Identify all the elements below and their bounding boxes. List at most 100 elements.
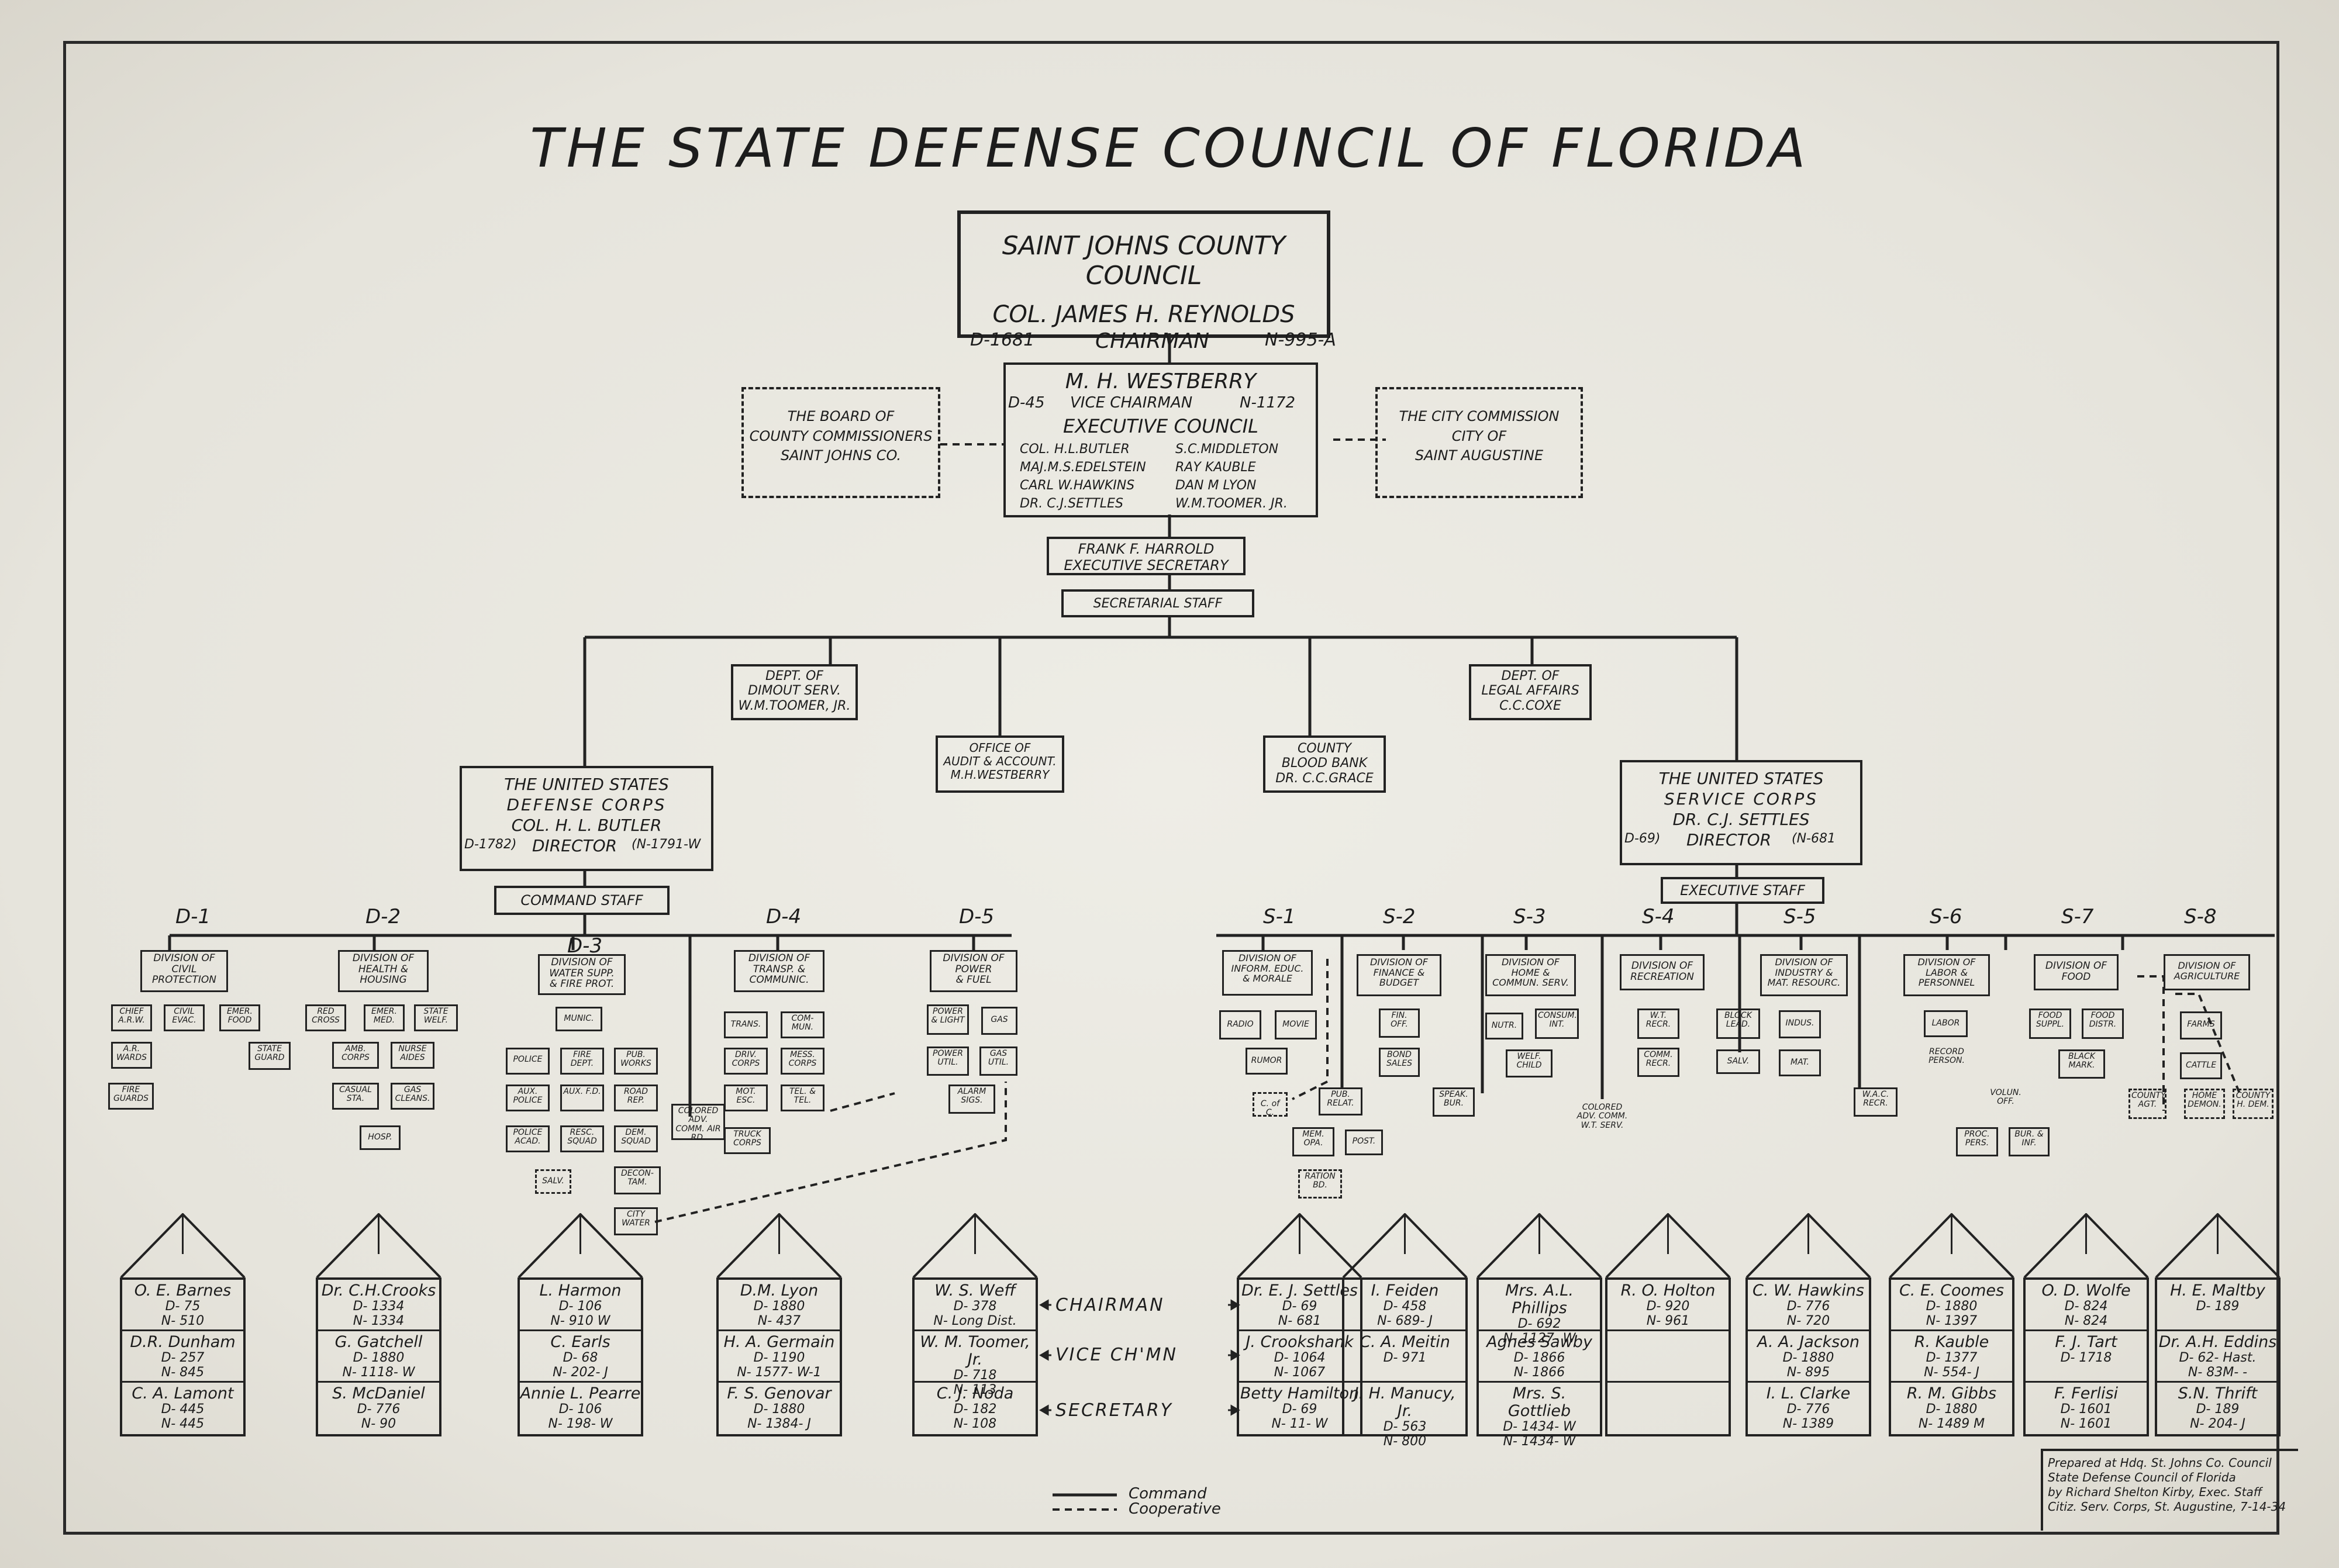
s2-label: S-2 bbox=[1383, 905, 1416, 928]
person-name: D.R. Dunham bbox=[130, 1333, 236, 1351]
unit-food-suppl: FOOD SUPPL. bbox=[2029, 1009, 2071, 1039]
phone-code: N- 108 bbox=[953, 1416, 997, 1431]
phone-code: N- 681 bbox=[1278, 1313, 1322, 1328]
unit-resc-squad: RESC. SQUAD bbox=[560, 1125, 604, 1152]
s1-label: S-1 bbox=[1263, 905, 1296, 928]
executive-secretary-box: FRANK F. HARROLD EXECUTIVE SECRETARY bbox=[1047, 537, 1246, 575]
exec-secretary-title: EXECUTIVE SECRETARY bbox=[1064, 557, 1229, 574]
person-name: F. J. Tart bbox=[2055, 1333, 2117, 1351]
person-name: Annie L. Pearre bbox=[520, 1384, 641, 1403]
corps-d-code: D-69) bbox=[1624, 831, 1661, 846]
command-staff-box: COMMAND STAFF bbox=[494, 886, 670, 915]
unit-fin-off: FIN. OFF. bbox=[1379, 1009, 1420, 1038]
phone-code: N- 1118- W bbox=[342, 1365, 415, 1380]
division-transp-communic: DIVISION OF TRANSP. & COMMUNIC. bbox=[734, 950, 824, 992]
phone-code: N- 1601 bbox=[2060, 1416, 2112, 1431]
corps-line: THE UNITED STATES bbox=[504, 775, 669, 794]
phone-code: N- 1866 bbox=[1513, 1365, 1565, 1380]
unit-power-util: POWER UTIL. bbox=[927, 1047, 969, 1076]
unit-fire-dept: FIRE DEPT. bbox=[560, 1048, 604, 1075]
unit-civil-evac: CIVIL EVAC. bbox=[164, 1004, 205, 1031]
phone-code: D- 718 bbox=[953, 1368, 997, 1383]
unit-city-water: CITY WATER bbox=[614, 1207, 658, 1235]
board-line: COUNTY COMMISSIONERS bbox=[749, 427, 933, 444]
unit-ration-bd: RATION BD. bbox=[1298, 1169, 1342, 1199]
unit-aux-fd: AUX. F.D. bbox=[560, 1085, 604, 1111]
office-audit-box: OFFICE OF AUDIT & ACCOUNT. M.H.WESTBERRY bbox=[936, 735, 1064, 793]
unit-commun: COM- MUN. bbox=[781, 1011, 824, 1038]
division-civil-protection: DIVISION OF CIVIL PROTECTION bbox=[140, 950, 228, 992]
unit-salv: SALV. bbox=[535, 1169, 571, 1194]
phone-code: N- 895 bbox=[1786, 1365, 1830, 1380]
division-line: TRANSP. & bbox=[753, 963, 806, 975]
phone-code: D- 189 bbox=[2196, 1402, 2240, 1417]
phone-code: D- 776 bbox=[357, 1402, 401, 1417]
unit-state-guard: STATE GUARD bbox=[249, 1042, 291, 1070]
unit-colored-adv-air: COLORED ADV. COMM. AIR RD. bbox=[671, 1104, 725, 1142]
unit-red-cross: RED CROSS bbox=[305, 1004, 346, 1031]
exec-member: S.C.MIDDLETON bbox=[1175, 442, 1279, 457]
office-line: OFFICE OF bbox=[969, 741, 1031, 755]
division-labor: DIVISION OF LABOR & PERSONNEL bbox=[1903, 954, 1990, 996]
division-line: & FUEL bbox=[955, 974, 992, 986]
phone-code: N- 689- J bbox=[1377, 1313, 1433, 1328]
phone-code: D- 1880 bbox=[353, 1351, 405, 1366]
person-name: R. Kauble bbox=[1914, 1333, 1989, 1351]
phone-code: D- 920 bbox=[1646, 1299, 1690, 1314]
division-finance-budget: DIVISION OF FINANCE & BUDGET bbox=[1357, 954, 1441, 996]
defense-corps-box: THE UNITED STATES DEFENSE CORPS COL. H. … bbox=[460, 766, 713, 871]
unit-bur-inf: BUR. & INF. bbox=[2009, 1127, 2050, 1156]
prepared-line: State Defense Council of Florida bbox=[2048, 1470, 2236, 1484]
unit-pub-works: PUB. WORKS bbox=[614, 1048, 658, 1075]
division-line: DIVISION OF bbox=[153, 952, 215, 964]
unit-pub-relat: PUB. RELAT. bbox=[1319, 1087, 1362, 1115]
s4-label: S-4 bbox=[1642, 905, 1675, 928]
chair-role: CHAIRMAN bbox=[1095, 329, 1210, 354]
corps-line: DEFENSE CORPS bbox=[506, 795, 667, 814]
person-name: C. Earls bbox=[550, 1333, 610, 1351]
unit-c-of-c: C. of C. bbox=[1253, 1092, 1288, 1117]
division-line: DIVISION OF bbox=[1369, 956, 1429, 968]
division-line: FOOD bbox=[2061, 970, 2091, 983]
executive-staff-box: EXECUTIVE STAFF bbox=[1661, 877, 1824, 904]
phone-code: D- 1190 bbox=[753, 1351, 805, 1366]
phone-code: D- 692 bbox=[1517, 1317, 1561, 1332]
city-line: CITY OF bbox=[1451, 427, 1507, 444]
dept-legal-affairs-box: DEPT. OF LEGAL AFFAIRS C.C.COXE bbox=[1469, 664, 1592, 720]
phone-code: N- 11- W bbox=[1271, 1416, 1328, 1431]
corps-n-code: (N-1791-W bbox=[632, 837, 701, 852]
unit-cattle: CATTLE bbox=[2180, 1052, 2222, 1079]
person-name: S.N. Thrift bbox=[2178, 1384, 2258, 1403]
phone-code: D- 1601 bbox=[2060, 1402, 2112, 1417]
exec-member: CARL W.HAWKINS bbox=[1020, 478, 1135, 493]
phone-code: D- 1880 bbox=[753, 1402, 805, 1417]
house-roof bbox=[1745, 1213, 1871, 1277]
person-name: W. S. Weff bbox=[934, 1282, 1016, 1300]
exec-member: DAN M LYON bbox=[1175, 478, 1257, 493]
house-roof bbox=[2023, 1213, 2149, 1277]
secretarial-staff-label: SECRETARIAL STAFF bbox=[1093, 596, 1223, 611]
unit-consum-int: CONSUM. INT. bbox=[1535, 1009, 1579, 1039]
phone-code: N- 198- W bbox=[548, 1416, 613, 1431]
d2-label: D-2 bbox=[365, 905, 401, 928]
vice-role: VICE CHAIRMAN bbox=[1070, 394, 1193, 412]
house-roof bbox=[1605, 1213, 1731, 1277]
division-line: DIVISION OF bbox=[1917, 956, 1976, 968]
